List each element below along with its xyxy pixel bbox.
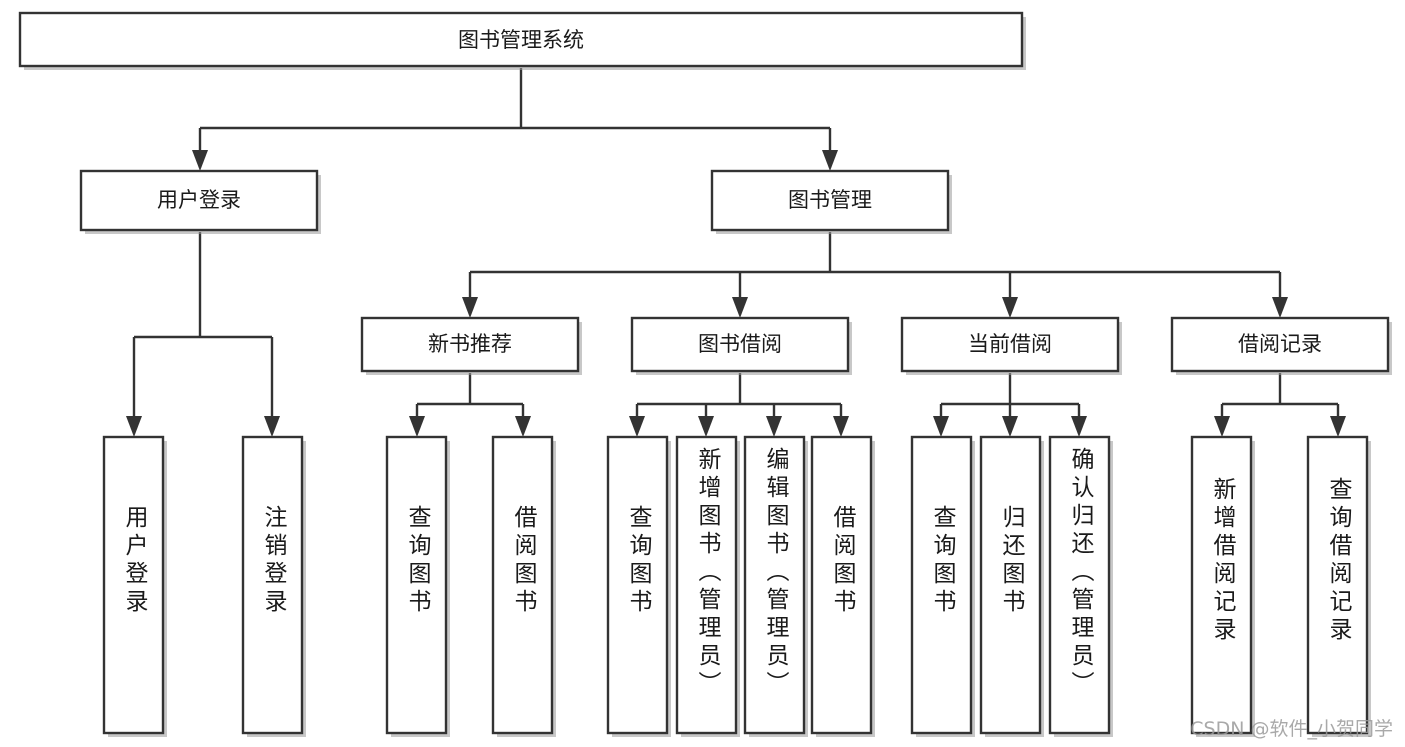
node-root[interactable]: 图书管理系统 [18,11,1026,70]
node-new-book-rec-box [360,316,580,373]
arrow-leaf-confirm-return [1071,416,1087,437]
arrow-leaf-query-book-3 [933,416,949,437]
node-root-box [18,11,1024,68]
leaf-edit-book[interactable] [743,435,808,737]
leaf-query-book-1-box [385,435,448,735]
arrow-new-book-rec [462,297,478,318]
leaf-query-book-1[interactable] [385,435,450,737]
node-book-manage-box [710,169,950,232]
arrow-book-borrow [732,297,748,318]
leaf-add-book[interactable] [675,435,740,737]
arrow-borrow-record [1272,297,1288,318]
leaf-add-book-box [675,435,738,735]
node-root-label: 图书管理系统 [458,28,584,52]
arrow-user-login [192,150,208,171]
leaf-query-book-2-box [606,435,669,735]
node-user-login-box [79,169,319,232]
node-new-book-rec[interactable]: 新书推荐 [360,316,582,375]
leaf-query-book-3-box [910,435,973,735]
node-current-borrow-label: 当前借阅 [968,332,1052,356]
arrow-leaf-add-book [698,416,714,437]
leaf-user-login-box [102,435,165,735]
leaf-return-book[interactable] [979,435,1044,737]
nodes-layer: 图书管理系统 用户登录 图书管理 新书推荐 [18,11,1392,737]
node-borrow-record[interactable]: 借阅记录 [1170,316,1392,375]
leaf-query-record-box [1306,435,1369,735]
arrow-leaf-user-logout [264,416,280,437]
arrow-leaf-query-book-2 [629,416,645,437]
node-user-login[interactable]: 用户登录 [79,169,321,234]
arrow-leaf-edit-book [766,416,782,437]
leaf-return-book-box [979,435,1042,735]
arrow-leaf-query-record [1330,416,1346,437]
leaf-confirm-return[interactable] [1048,435,1113,737]
leaf-user-login[interactable] [102,435,167,737]
leaf-user-logout-box [241,435,304,735]
node-borrow-record-box [1170,316,1390,373]
leaf-query-book-3[interactable] [910,435,975,737]
leaf-add-record[interactable] [1190,435,1255,737]
arrow-leaf-add-record [1214,416,1230,437]
leaf-user-logout[interactable] [241,435,306,737]
arrow-leaf-borrow-book-1 [515,416,531,437]
node-user-login-label: 用户登录 [157,188,241,212]
node-book-manage-label: 图书管理 [788,188,872,212]
leaf-borrow-book-2-box [810,435,873,735]
leaf-query-book-2[interactable] [606,435,671,737]
node-book-borrow-box [630,316,850,373]
edges-layer [126,68,1346,437]
leaf-edit-book-box [743,435,806,735]
leaf-borrow-book-2[interactable] [810,435,875,737]
watermark-text: CSDN @软件_小贺同学 [1190,718,1393,740]
arrow-leaf-user-login [126,416,142,437]
node-book-borrow-label: 图书借阅 [698,332,782,356]
node-borrow-record-label: 借阅记录 [1238,332,1322,356]
arrow-current-borrow [1002,297,1018,318]
leaf-add-record-box [1190,435,1253,735]
leaf-borrow-book-1[interactable] [491,435,556,737]
arrow-book-manage [822,150,838,171]
node-new-book-rec-label: 新书推荐 [428,332,512,356]
arrow-leaf-borrow-book-2 [833,416,849,437]
node-current-borrow[interactable]: 当前借阅 [900,316,1122,375]
leaf-borrow-book-1-box [491,435,554,735]
leaf-confirm-return-box [1048,435,1111,735]
leaf-query-record[interactable] [1306,435,1371,737]
arrow-leaf-return-book [1002,416,1018,437]
node-book-manage[interactable]: 图书管理 [710,169,952,234]
node-current-borrow-box [900,316,1120,373]
node-book-borrow[interactable]: 图书借阅 [630,316,852,375]
arrow-leaf-query-book-1 [409,416,425,437]
